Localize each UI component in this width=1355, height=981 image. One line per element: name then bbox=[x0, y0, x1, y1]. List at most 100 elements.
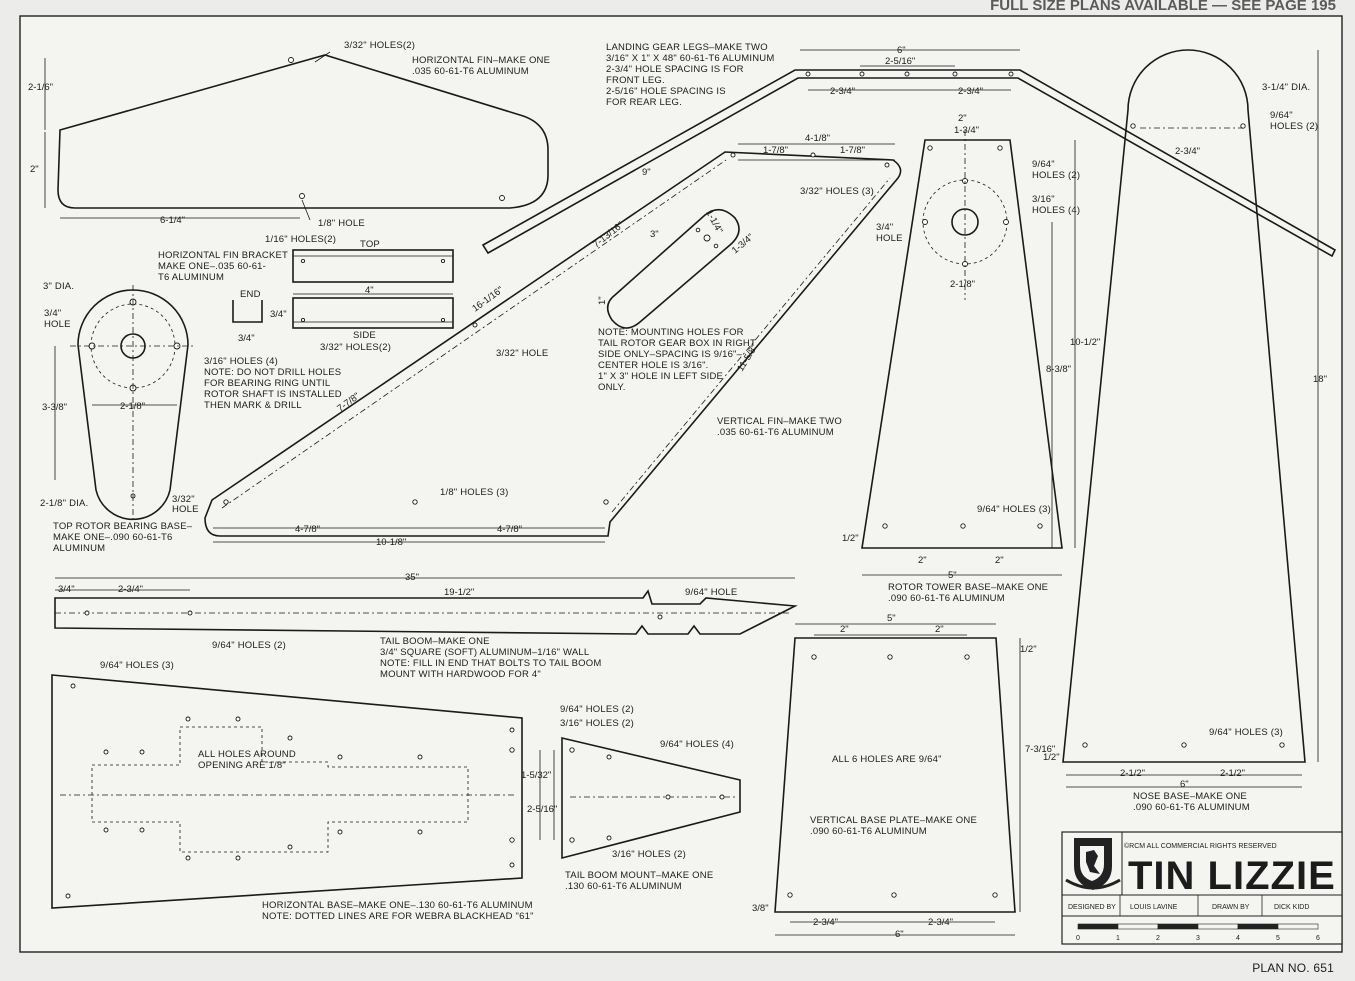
drawn-by-label: DRAWN BY bbox=[1212, 904, 1250, 911]
vf-note-2: TAIL ROTOR GEAR BOX IN RIGHT bbox=[598, 338, 756, 349]
drafter-name: DICK KIDD bbox=[1274, 904, 1309, 911]
landing-gear-leg bbox=[481, 49, 1337, 258]
nb-material: .090 60-61-T6 ALUMINUM bbox=[1133, 802, 1250, 813]
vf-material: .035 60-61-T6 ALUMINUM bbox=[717, 427, 834, 438]
plan-number: PLAN NO. 651 bbox=[1252, 961, 1334, 975]
dim-rt-2: 2" bbox=[958, 113, 967, 124]
rb-note-2: FOR BEARING RING UNTIL bbox=[204, 378, 330, 389]
tb-copyright: ©RCM ALL COMMERCIAL RIGHTS RESERVED bbox=[1124, 842, 1277, 850]
dim-vb-2-34b: 2-3/4" bbox=[928, 917, 953, 928]
dim-tm-1-532: 1-5/32" bbox=[521, 770, 551, 781]
lg-text-1: LANDING GEAR LEGS–MAKE TWO bbox=[606, 42, 768, 53]
rt-34-label: 3/4" bbox=[876, 222, 893, 233]
fb-text-3: T6 ALUMINUM bbox=[158, 272, 224, 283]
fb-text-1: HORIZONTAL FIN BRACKET bbox=[158, 250, 288, 261]
vf-332-hole-label: 3/32" HOLE bbox=[496, 348, 548, 359]
hb-holes bbox=[65, 683, 515, 899]
scale-tick-label: 3 bbox=[1196, 935, 1200, 942]
fb-holes-label: 1/16" HOLES(2) bbox=[265, 234, 336, 245]
vertical-base-plate bbox=[774, 623, 1021, 936]
fin-bracket bbox=[232, 249, 454, 329]
scale-tick-label: 2 bbox=[1156, 935, 1160, 942]
horizontal-base bbox=[51, 674, 523, 909]
dim-fb-4: 4" bbox=[365, 285, 374, 296]
tb-text-2: 3/4" SQUARE (SOFT) ALUMINUM–1/16" WALL bbox=[380, 647, 589, 658]
scale-tick-label: 1 bbox=[1116, 935, 1120, 942]
dim-vb-2a: 2" bbox=[840, 624, 849, 635]
tm-material: .130 60-61-T6 ALUMINUM bbox=[565, 881, 682, 892]
scale-segment bbox=[1277, 923, 1319, 930]
rt-964-label: 9/64" bbox=[1032, 159, 1055, 170]
dim-rt-5: 5" bbox=[948, 570, 957, 581]
rotor-tower-base bbox=[861, 130, 1076, 576]
scale-tick-label: 5 bbox=[1276, 935, 1280, 942]
dim-vf-4-78a: 4-7/8" bbox=[295, 524, 320, 535]
lg-text-5: 2-5/16" HOLE SPACING IS bbox=[606, 86, 726, 97]
dim-nb-18: 18" bbox=[1313, 374, 1327, 385]
hb-9643-label: 9/64" HOLES (3) bbox=[100, 660, 174, 671]
lg-text-2: 3/16" X 1" X 48" 60-61-T6 ALUMINUM bbox=[606, 53, 774, 64]
tb-9642-label: 9/64" HOLES (2) bbox=[212, 640, 286, 651]
dim-rb-3-38: 3-3/8" bbox=[42, 402, 67, 413]
rb-dia-label: 3" DIA. bbox=[43, 281, 74, 292]
dim-vf-1: 1" bbox=[597, 296, 608, 305]
nb-title: NOSE BASE–MAKE ONE bbox=[1133, 791, 1247, 802]
banner-text: FULL SIZE PLANS AVAILABLE — SEE PAGE 195 bbox=[990, 0, 1336, 14]
dim-rt-2-18: 2-1/8" bbox=[950, 279, 975, 290]
nb-964b-label: HOLES (2) bbox=[1270, 121, 1318, 132]
dim-vf-9: 9" bbox=[642, 167, 651, 178]
dim-tm-2-516: 2-5/16" bbox=[527, 804, 557, 815]
scale-segment bbox=[1197, 923, 1239, 930]
dim-vb-2-34a: 2-3/4" bbox=[813, 917, 838, 928]
tb-title: TAIL BOOM–MAKE ONE bbox=[380, 636, 490, 647]
dim-vb-6: 6" bbox=[895, 929, 904, 940]
rt-316-label: 3/16" bbox=[1032, 194, 1055, 205]
horizontal-fin bbox=[44, 51, 549, 221]
crest-icon bbox=[1065, 838, 1121, 890]
fb-holes2-label: 3/32" HOLES(2) bbox=[320, 342, 391, 353]
scale-tick-label: 6 bbox=[1316, 935, 1320, 942]
dim-vf-4-18: 4-1/8" bbox=[805, 133, 830, 144]
rt-material: .090 60-61-T6 ALUMINUM bbox=[888, 593, 1005, 604]
vf-note-6: ONLY. bbox=[598, 382, 626, 393]
fb-side-label: SIDE bbox=[353, 330, 376, 341]
dim-hfin-6-14: 6-1/4" bbox=[160, 215, 185, 226]
designed-by-label: DESIGNED BY bbox=[1068, 904, 1116, 911]
dim-vf-4-78b: 4-7/8" bbox=[497, 524, 522, 535]
scale-tick-label: 4 bbox=[1236, 935, 1240, 942]
hb-all-1: ALL HOLES AROUND bbox=[198, 749, 296, 760]
scale-segment bbox=[1157, 923, 1199, 930]
vertical-fin bbox=[204, 143, 902, 543]
dim-rt-12: 1/2" bbox=[842, 533, 859, 544]
tm-title: TAIL BOOM MOUNT–MAKE ONE bbox=[565, 870, 713, 881]
rt-964b-label: HOLES (2) bbox=[1032, 170, 1080, 181]
rb-hole-label-2: HOLE bbox=[44, 319, 71, 330]
dim-nb-2-12a: 2-1/2" bbox=[1120, 768, 1145, 779]
rb-dia2-label: 2-1/8" DIA. bbox=[40, 498, 88, 509]
hb-316-label: 3/16" HOLES (2) bbox=[560, 718, 634, 729]
dim-lg-2-516: 2-5/16" bbox=[885, 56, 915, 67]
dim-nb-2-34: 2-3/4" bbox=[1175, 146, 1200, 157]
scale-segment bbox=[1117, 923, 1159, 930]
rt-34b-label: HOLE bbox=[876, 233, 903, 244]
tb-964-label: 9/64" HOLE bbox=[685, 587, 737, 598]
dim-nb-12: 1/2" bbox=[1043, 752, 1060, 763]
dim-vf-1-78a: 1-7/8" bbox=[763, 145, 788, 156]
dim-vb-38: 3/8" bbox=[752, 903, 769, 914]
dim-hfin-2-16: 2-1/6" bbox=[28, 82, 53, 93]
tail-boom-mount bbox=[539, 736, 741, 860]
vf-18-holes-label: 1/8" HOLES (3) bbox=[440, 487, 508, 498]
dim-rt-2a: 2" bbox=[918, 555, 927, 566]
nose-base bbox=[1062, 49, 1319, 788]
scale-segment bbox=[1077, 923, 1119, 930]
dim-tb-19-12: 19-1/2" bbox=[444, 587, 474, 598]
vf-332-holes-label: 3/32" HOLES (3) bbox=[800, 186, 874, 197]
tb-text-3: NOTE: FILL IN END THAT BOLTS TO TAIL BOO… bbox=[380, 658, 601, 669]
rt-9643-label: 9/64" HOLES (3) bbox=[977, 504, 1051, 515]
rb-316-label: 3/16" HOLES (4) bbox=[204, 356, 278, 367]
dim-vb-12: 1/2" bbox=[1020, 644, 1037, 655]
dim-vb-7-316: 7-3/16" bbox=[1025, 744, 1055, 755]
rb-title-3: ALUMINUM bbox=[53, 543, 105, 554]
dim-lg-2-34a: 2-3/4" bbox=[830, 86, 855, 97]
